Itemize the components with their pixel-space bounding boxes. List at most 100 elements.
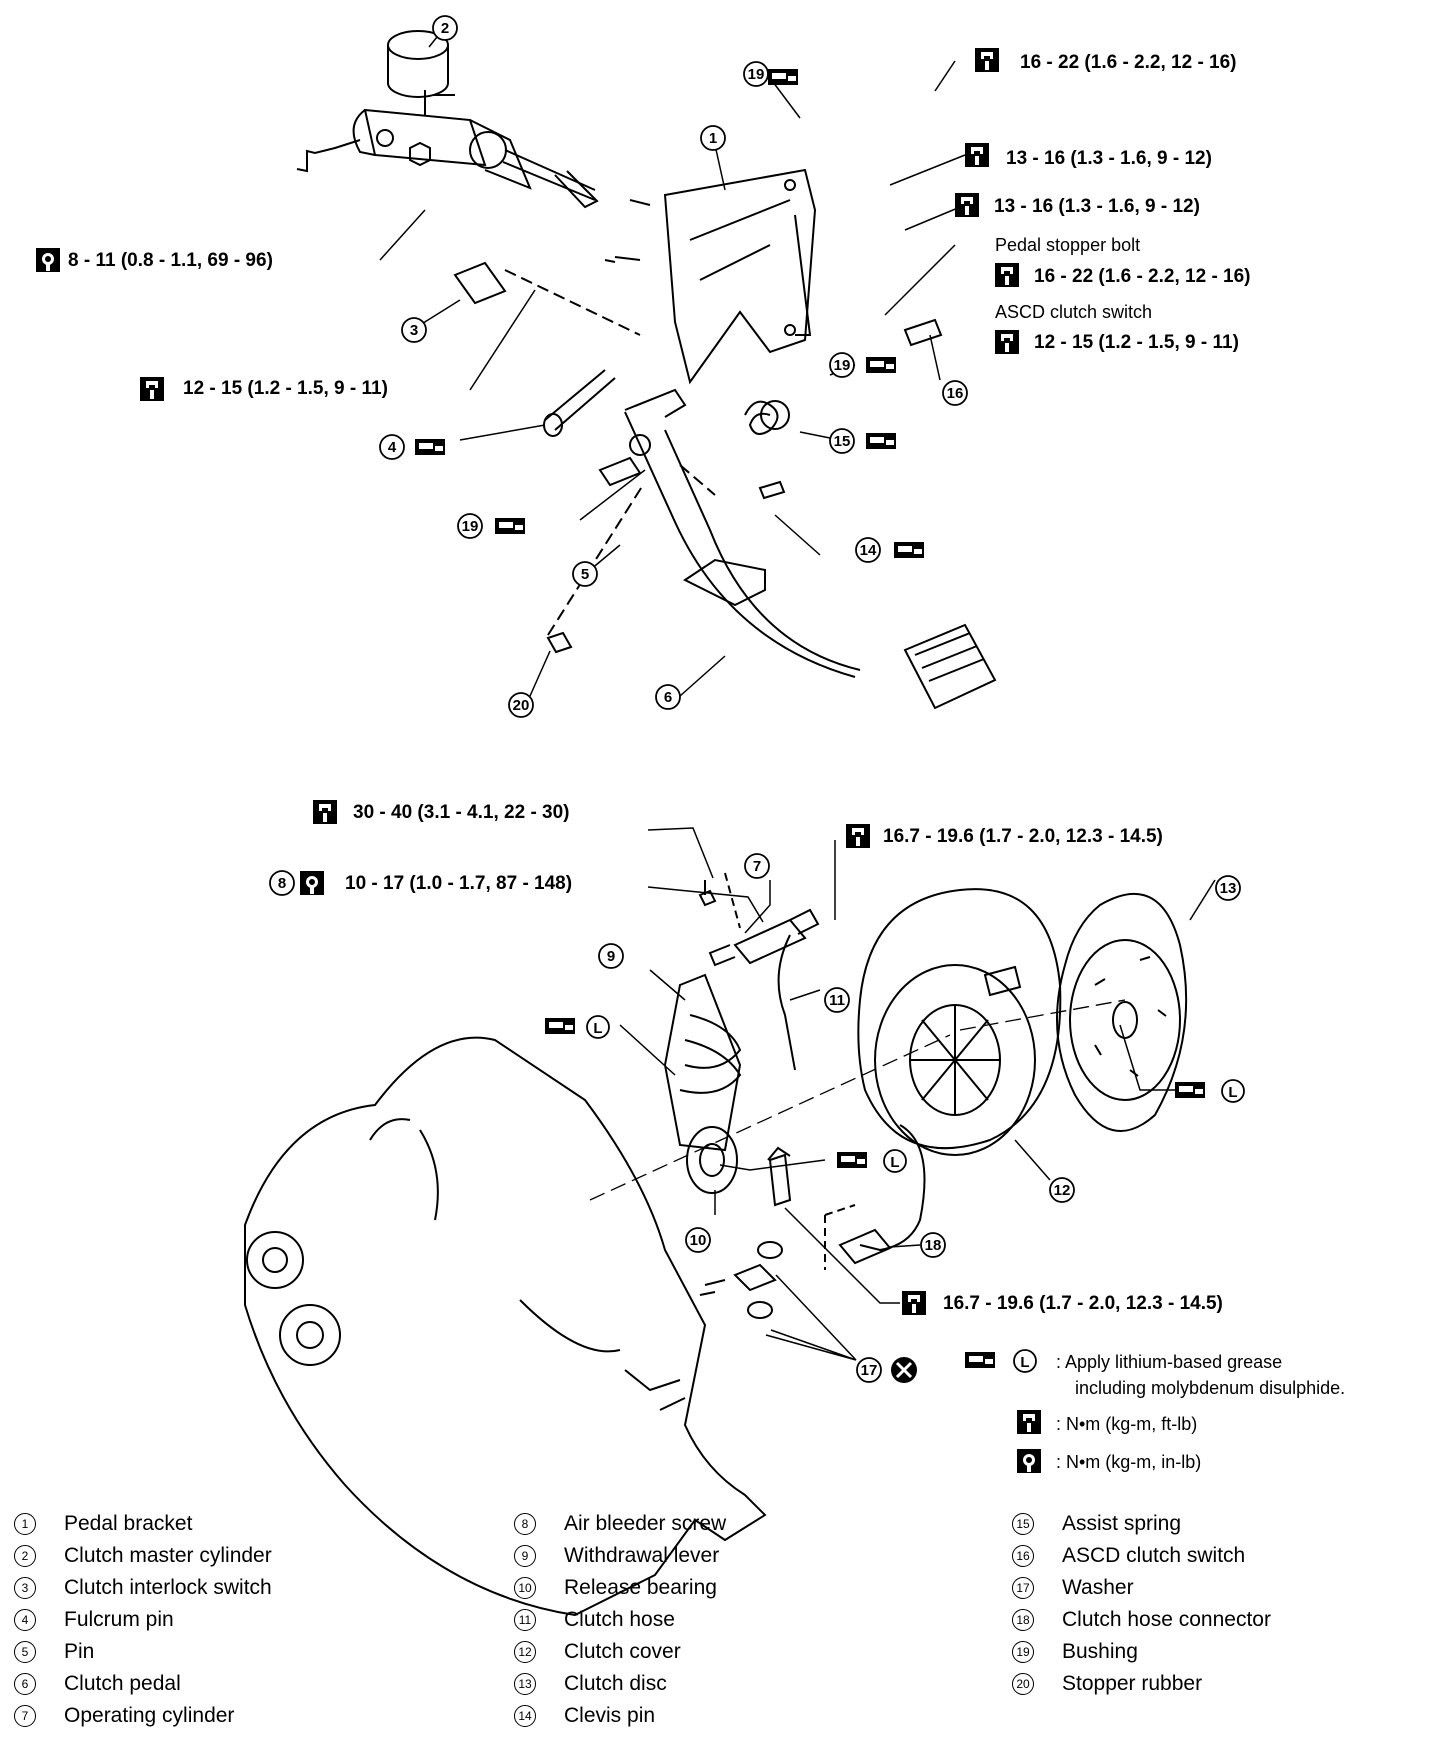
legend-item: 17 Washer [1012,1572,1452,1604]
torque-spec: 10 - 17 (1.0 - 1.7, 87 - 148) [345,873,572,894]
svg-text:15: 15 [834,433,851,450]
torque-spec: 30 - 40 (3.1 - 4.1, 22 - 30) [353,802,570,823]
legend-item: 6 Clutch pedal [14,1668,454,1700]
legend-number: 6 [14,1673,36,1695]
torque-spec: 12 - 15 (1.2 - 1.5, 9 - 11) [1034,332,1239,353]
legend-label: Clutch master cylinder [64,1544,272,1567]
torque-spec: 16.7 - 19.6 (1.7 - 2.0, 12.3 - 14.5) [883,826,1163,847]
pedal-stopper-bolt-label: Pedal stopper bolt [995,235,1140,255]
torque-spec: 16 - 22 (1.6 - 2.2, 12 - 16) [1034,266,1251,287]
legend-number: 18 [1012,1609,1034,1631]
svg-text:1: 1 [709,130,717,147]
svg-text:19: 19 [834,357,851,374]
grease-L-markers: L L L L [586,1015,1245,1373]
legend-number: 13 [514,1673,536,1695]
legend-label: Clutch hose connector [1062,1608,1271,1631]
callout-19-top: 19 [743,61,769,87]
svg-text:20: 20 [513,697,530,714]
key-nm-ftlb: : N•m (kg-m, ft-lb) [1056,1414,1197,1434]
legend-number: 9 [514,1545,536,1567]
legend-number: 12 [514,1641,536,1663]
legend-label: Operating cylinder [64,1704,235,1727]
callout-8: 8 [269,870,295,896]
callout-16: 16 [942,380,968,406]
callout-9: 9 [598,943,624,969]
callout-10: 10 [685,1227,711,1253]
legend-number: 7 [14,1705,36,1727]
svg-text:L: L [1020,1354,1029,1371]
legend-label: Assist spring [1062,1512,1182,1535]
legend-label: Clutch hose [564,1608,675,1631]
legend-number: 5 [14,1641,36,1663]
legend-number: 3 [14,1577,36,1599]
pedal-assembly-drawing [296,30,997,710]
symbol-key: : Apply lithium-based grease including m… [1056,1352,1345,1472]
svg-text:7: 7 [753,858,761,875]
svg-text:10: 10 [690,1232,707,1249]
svg-text:L: L [593,1020,602,1037]
torque-spec: 16 - 22 (1.6 - 2.2, 12 - 16) [1020,52,1237,73]
legend-label: Release bearing [564,1576,717,1599]
legend-item: 10 Release bearing [514,1572,954,1604]
svg-text:9: 9 [607,948,615,965]
svg-text:11: 11 [829,992,845,1009]
svg-text:16: 16 [947,385,964,402]
legend-number: 11 [514,1609,536,1631]
legend-label: Bushing [1062,1640,1138,1663]
legend-item: 15 Assist spring [1012,1508,1452,1540]
callout-5: 5 [572,561,598,587]
key-grease-line1: : Apply lithium-based grease [1056,1352,1282,1372]
torque-spec: 13 - 16 (1.3 - 1.6, 9 - 12) [994,196,1200,217]
ascd-clutch-switch-label: ASCD clutch switch [995,302,1152,322]
callout-numbers: 2 19 1 3 19 16 4 15 19 14 5 6 20 8 7 13 … [269,15,1241,1383]
svg-text:12: 12 [1054,1182,1071,1199]
callout-6: 6 [655,684,681,710]
svg-text:L: L [890,1154,899,1171]
torque-wrench-icon [140,48,1041,1434]
callout-4: 4 [379,434,405,460]
callout-2: 2 [432,15,458,41]
legend-item: 18 Clutch hose connector [1012,1604,1452,1636]
legend-label: Washer [1062,1576,1134,1599]
callout-3: 3 [401,317,427,343]
svg-text:L: L [1228,1084,1237,1101]
legend-item: 11 Clutch hose [514,1604,954,1636]
legend-number: 15 [1012,1513,1034,1535]
legend-number: 17 [1012,1577,1034,1599]
svg-text:5: 5 [581,566,589,583]
svg-text:14: 14 [860,542,877,559]
lower-leader-lines [619,827,1216,1361]
svg-text:2: 2 [441,20,449,37]
callout-7: 7 [744,853,770,879]
svg-text:3: 3 [410,322,418,339]
legend-label: Clutch pedal [64,1672,181,1695]
torque-spec: 8 - 11 (0.8 - 1.1, 69 - 96) [68,250,273,271]
legend-label: Pin [64,1640,95,1663]
legend-item: 5 Pin [14,1636,454,1668]
legend-number: 20 [1012,1673,1034,1695]
torque-wrench-inlb-icon [36,248,1041,1473]
key-nm-inlb: : N•m (kg-m, in-lb) [1056,1452,1201,1472]
do-not-reuse-icon [891,1357,917,1383]
callout-1: 1 [700,125,726,151]
legend-number: 10 [514,1577,536,1599]
svg-text:6: 6 [664,689,672,706]
upper-leader-lines [379,36,966,697]
legend-number: 14 [514,1705,536,1727]
callout-14: 14 [855,537,881,563]
callout-19-low: 19 [457,513,483,539]
callout-18: 18 [920,1232,946,1258]
legend-label: ASCD clutch switch [1062,1544,1246,1567]
torque-labels: 16 - 22 (1.6 - 2.2, 12 - 16) 13 - 16 (1.… [68,52,1251,1314]
